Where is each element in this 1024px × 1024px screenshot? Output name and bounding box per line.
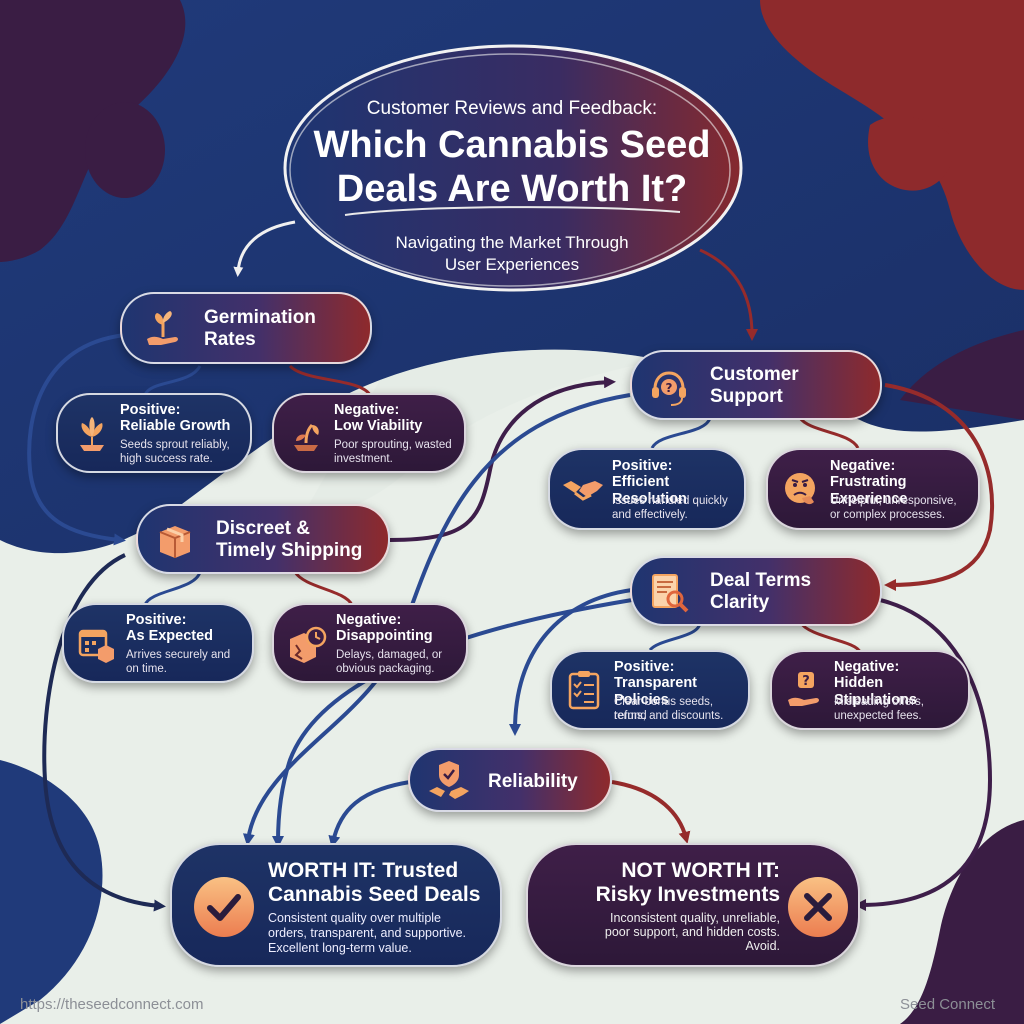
shield-handshake-icon	[426, 758, 472, 804]
x-circle-icon	[780, 869, 856, 945]
support-negative-label-line2: Frustrating Experience	[830, 474, 908, 507]
terms-negative-desc-line1: Misleading offers,	[834, 696, 924, 708]
document-magnifier-icon	[646, 570, 692, 616]
footer-url-link[interactable]: https://theseedconnect.com	[20, 996, 204, 1013]
germination-positive-label-line1: Positive:	[120, 402, 181, 418]
header-title-line2: Deals Are Worth It?	[336, 168, 688, 210]
worth-it-desc-line2: orders, transparent, and supportive.	[268, 926, 467, 940]
header-subtitle-line2: User Experiences	[444, 255, 580, 274]
reliability-node[interactable]: Reliability	[408, 748, 612, 812]
footer-brand: Seed Connect	[900, 996, 996, 1013]
terms-positive-label-line2: Transparent Policies	[614, 675, 697, 708]
header-subtitle-line1: Navigating the Market Through	[395, 233, 629, 252]
not-worth-it-node[interactable]: NOT WORTH IT: Risky Investments Inconsis…	[526, 843, 860, 967]
germination-negative-label-line2: Low Viability	[334, 418, 423, 434]
germination-positive-desc-line1: Seeds sprout reliably,	[120, 439, 230, 451]
germination-positive-label-line2: Reliable Growth	[120, 418, 231, 434]
worth-it-title-line1: WORTH IT: Trusted	[268, 859, 459, 882]
terms-title-line1: Deal Terms	[710, 570, 812, 591]
terms-positive-label-line1: Positive:	[614, 659, 675, 675]
frustrated-face-icon	[778, 466, 824, 512]
not-worth-it-title-line2: Risky Investments	[595, 883, 780, 906]
question-hand-icon: ?	[782, 668, 828, 714]
seedling-hand-icon	[140, 306, 186, 352]
svg-text:?: ?	[666, 381, 673, 395]
worth-it-desc-line3: Excellent long-term value.	[268, 941, 412, 955]
support-title-line1: Customer	[710, 364, 799, 385]
worth-it-node[interactable]: WORTH IT: Trusted Cannabis Seed Deals Co…	[170, 843, 502, 967]
calendar-box-icon	[74, 621, 120, 667]
flower-icon	[70, 411, 114, 455]
shipping-title-line1: Discreet &	[216, 518, 310, 539]
shipping-positive-node[interactable]: Positive: As Expected Arrives securely a…	[62, 603, 254, 683]
germination-title-line1: Germination	[204, 307, 316, 328]
worth-it-title-line2: Cannabis Seed Deals	[268, 883, 481, 906]
customer-support-node[interactable]: ? Customer Support	[630, 350, 882, 420]
shipping-positive-label-line2: As Expected	[126, 628, 214, 644]
support-positive-label-line1: Positive:	[612, 458, 673, 474]
germination-negative-node[interactable]: Negative: Low Viability Poor sprouting, …	[272, 393, 466, 473]
header-title-line1: Which Cannabis Seed	[313, 124, 711, 166]
germination-positive-desc-line2: high success rate.	[120, 453, 213, 465]
support-negative-node[interactable]: Negative: Frustrating Experience Unhelpf…	[766, 448, 980, 530]
wilted-plant-icon	[284, 411, 328, 455]
germination-negative-label-line1: Negative:	[334, 402, 400, 418]
support-positive-desc-line2: and effectively.	[612, 509, 688, 521]
shipping-negative-node[interactable]: Negative: Disappointing Delays, damaged,…	[272, 603, 468, 683]
shipping-positive-desc-line2: on time.	[126, 663, 167, 675]
support-positive-desc-line1: Issues handled quickly	[612, 495, 728, 507]
terms-negative-label-line2: Hidden Stipulations	[834, 675, 917, 708]
shipping-title-line2: Timely Shipping	[216, 540, 363, 561]
not-worth-it-desc-line3: Avoid.	[745, 939, 780, 953]
damaged-box-clock-icon	[284, 621, 330, 667]
not-worth-it-title-line1: NOT WORTH IT:	[621, 859, 780, 882]
terms-positive-node[interactable]: Positive: Transparent Policies Clear bon…	[550, 650, 750, 730]
germination-negative-desc-line2: investment.	[334, 453, 393, 465]
headset-question-icon: ?	[646, 364, 692, 410]
not-worth-it-desc-line2: poor support, and hidden costs.	[604, 925, 780, 939]
germination-rates-node[interactable]: Germination Rates	[120, 292, 372, 364]
header-kicker: Customer Reviews and Feedback:	[366, 98, 658, 119]
terms-negative-node[interactable]: ? Negative: Hidden Stipulations Misleadi…	[770, 650, 970, 730]
support-negative-label-line1: Negative:	[830, 458, 896, 474]
support-negative-desc-line2: or complex processes.	[830, 509, 946, 521]
reliability-title: Reliability	[488, 771, 578, 792]
shipping-positive-desc-line1: Arrives securely and	[126, 649, 231, 661]
not-worth-it-desc-line1: Inconsistent quality, unreliable,	[609, 911, 780, 925]
support-positive-node[interactable]: Positive: Efficient Resolution Issues ha…	[548, 448, 746, 530]
handshake-icon	[560, 466, 606, 512]
support-title-line2: Support	[710, 386, 783, 407]
package-box-icon	[152, 518, 198, 564]
check-circle-icon	[186, 869, 262, 945]
checklist-icon	[562, 668, 608, 714]
shipping-positive-label-line1: Positive:	[126, 612, 187, 628]
support-positive-label-line2: Efficient Resolution	[612, 474, 687, 507]
deal-terms-node[interactable]: Deal Terms Clarity	[630, 556, 882, 626]
shipping-negative-desc-line2: obvious packaging.	[336, 663, 435, 675]
germination-negative-desc-line1: Poor sprouting, wasted	[334, 439, 452, 451]
terms-negative-label-line1: Negative:	[834, 659, 900, 675]
terms-positive-desc-line1: Clear bonus seeds, refund	[614, 696, 714, 722]
support-negative-desc-line1: Unhelpful, unresponsive,	[830, 495, 957, 507]
shipping-negative-label-line2: Disappointing	[336, 628, 433, 644]
terms-positive-desc-line2: terms, and discounts.	[614, 710, 724, 722]
terms-negative-desc-line2: unexpected fees.	[834, 710, 922, 722]
svg-text:?: ?	[802, 674, 810, 689]
shipping-negative-label-line1: Negative:	[336, 612, 402, 628]
terms-title-line2: Clarity	[710, 592, 770, 613]
germination-positive-node[interactable]: Positive: Reliable Growth Seeds sprout r…	[56, 393, 252, 473]
worth-it-desc-line1: Consistent quality over multiple	[268, 911, 441, 925]
shipping-node[interactable]: Discreet & Timely Shipping	[136, 504, 390, 574]
germination-title-line2: Rates	[204, 329, 256, 350]
shipping-negative-desc-line1: Delays, damaged, or	[336, 649, 443, 661]
